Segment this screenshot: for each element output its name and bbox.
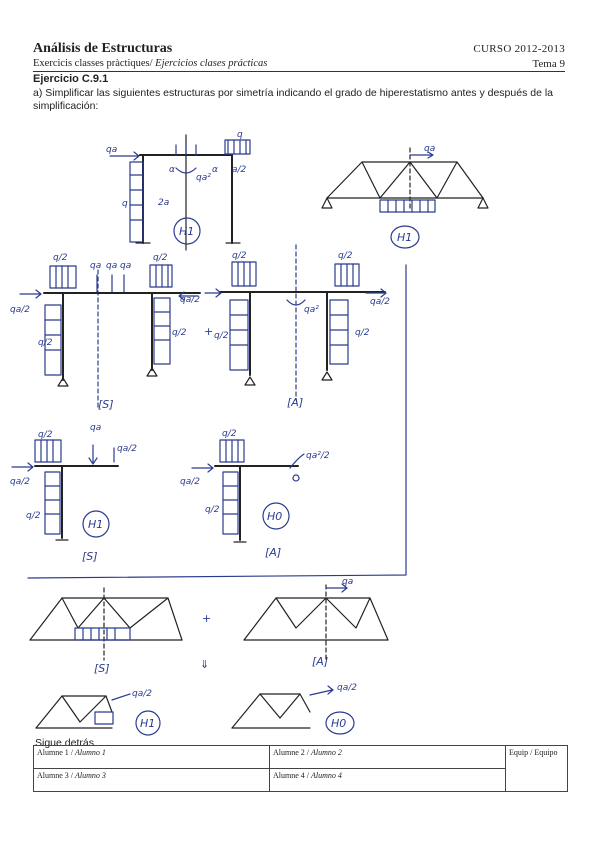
- student-2-field[interactable]: Alumne 2 / Alumno 2: [269, 745, 506, 769]
- a1-q2-right: q/2: [338, 251, 353, 261]
- exercise-statement: a) Simplificar las siguientes estructura…: [33, 87, 554, 112]
- load-label-q-top: q: [237, 130, 243, 140]
- course-label: CURSO 2012-2013: [473, 43, 565, 55]
- team-field[interactable]: Equip / Equipo: [505, 745, 568, 792]
- h1-label-s2: H1: [88, 518, 103, 531]
- h0-label-truss-a: H0: [331, 717, 346, 730]
- a1-q2-col-left: q/2: [214, 331, 229, 341]
- student-1-label: Alumne 1 /: [37, 748, 75, 757]
- students-table: Alumne 1 / Alumno 1 Alumne 2 / Alumno 2 …: [33, 745, 568, 792]
- student-4-field[interactable]: Alumne 4 / Alumno 4: [269, 768, 506, 792]
- student-3-field[interactable]: Alumne 3 / Alumno 3: [33, 768, 270, 792]
- header-rule: [33, 71, 565, 72]
- antisymmetric-part-2: q/2 qa²/2 qa/2 q/2 H0 [A]: [180, 429, 330, 559]
- decomposition-bracket: [27, 244, 407, 579]
- moment-qa2: qa²: [196, 173, 211, 183]
- a-label-2: [A]: [265, 546, 281, 559]
- team-label: Equip / Equipo: [509, 748, 558, 757]
- a1-qa2-moment: qa²: [304, 305, 319, 315]
- h0-label-a2: H0: [267, 510, 282, 523]
- a2-q2-col: q/2: [205, 505, 220, 515]
- student-3-label-es: Alumno 3: [75, 771, 106, 780]
- student-2-label-es: Alumno 2: [311, 748, 342, 757]
- dim-2a: 2a: [158, 198, 169, 208]
- s2-qa: qa: [90, 423, 101, 433]
- h0-qa2: qa/2: [337, 683, 357, 693]
- student-2-label: Alumne 2 /: [273, 748, 311, 757]
- s1-qa-2: qa: [106, 261, 117, 271]
- s1-q2-col-left: q/2: [38, 338, 53, 348]
- truss-decomposition: [S] + ⇓ qa [A] qa/2 H1 qa/2 H0: [29, 577, 389, 736]
- load-label-qa: qa: [106, 145, 117, 155]
- exercise-title: Ejercicio C.9.1: [33, 73, 109, 85]
- s-label-1: [S]: [98, 398, 114, 411]
- a1-q2-left: q/2: [232, 251, 247, 261]
- frame-structure-sketch: qa q q α α qa² 2a a/2 H1: [106, 130, 251, 251]
- s1-q2-col-right: q/2: [172, 328, 187, 338]
- h1-qa2: qa/2: [132, 689, 152, 699]
- topic-label: Tema 9: [532, 58, 565, 70]
- h1-label-truss-s: H1: [140, 717, 155, 730]
- s1-qa-3: qa: [120, 261, 131, 271]
- arrow-down: ⇓: [200, 658, 209, 671]
- plus-sign-1: +: [204, 325, 213, 338]
- s1-qa2-left: qa/2: [10, 305, 30, 315]
- document-title: Análisis de Estructuras: [33, 41, 173, 56]
- a1-qa2-right: qa/2: [370, 297, 390, 307]
- s1-q2-right: q/2: [153, 253, 168, 263]
- dim-a2: a/2: [232, 165, 247, 175]
- h1-label-top: H1: [179, 225, 194, 238]
- plus-sign-2: +: [202, 612, 211, 625]
- a2-qa22: qa²/2: [306, 451, 330, 461]
- angle-alpha-right: α: [212, 165, 218, 175]
- truss-load-qa: qa: [424, 144, 435, 154]
- s1-qa-1: qa: [90, 261, 101, 271]
- student-4-label-es: Alumno 4: [311, 771, 342, 780]
- student-1-label-es: Alumno 1: [75, 748, 106, 757]
- student-1-field[interactable]: Alumne 1 / Alumno 1: [33, 745, 270, 769]
- angle-alpha-left: α: [169, 165, 175, 175]
- load-label-q: q: [122, 199, 128, 209]
- s2-qa2-left: qa/2: [10, 477, 30, 487]
- a3-qa: qa: [342, 577, 353, 587]
- s2-qa2: qa/2: [117, 444, 137, 454]
- s-label-2: [S]: [82, 550, 98, 563]
- s-label-3: [S]: [94, 662, 110, 675]
- h1-label-truss: H1: [397, 231, 412, 244]
- symmetric-part-2: q/2 qa qa/2 qa/2 q/2 H1 [S]: [10, 423, 137, 563]
- s2-q2: q/2: [38, 430, 53, 440]
- a-label-3: [A]: [312, 655, 328, 668]
- s1-qa2-right: qa/2: [180, 295, 200, 305]
- a2-qa2-left: qa/2: [180, 477, 200, 487]
- subtitle-catalan: Exercicis classes pràctiques/: [33, 58, 153, 69]
- antisymmetric-part-1: q/2 q/2 qa² qa/2 q/2 q/2 [A]: [204, 251, 390, 409]
- student-4-label: Alumne 4 /: [273, 771, 311, 780]
- subtitle-spanish: Ejercicios clases prácticas: [152, 58, 268, 69]
- s2-q2-col: q/2: [26, 511, 41, 521]
- student-3-label: Alumne 3 /: [37, 771, 75, 780]
- a-label-1: [A]: [287, 396, 303, 409]
- a2-q2: q/2: [222, 429, 237, 439]
- truss-structure-sketch: qa H1: [321, 144, 489, 249]
- a1-q2-col-right: q/2: [355, 328, 370, 338]
- document-subtitle: Exercicis classes pràctiques/ Ejercicios…: [33, 58, 267, 69]
- s1-q2-left: q/2: [53, 253, 68, 263]
- symmetric-part-1: q/2 qa qa qa q/2 qa/2 qa/2 q/2 q/2 [S] +: [10, 253, 213, 411]
